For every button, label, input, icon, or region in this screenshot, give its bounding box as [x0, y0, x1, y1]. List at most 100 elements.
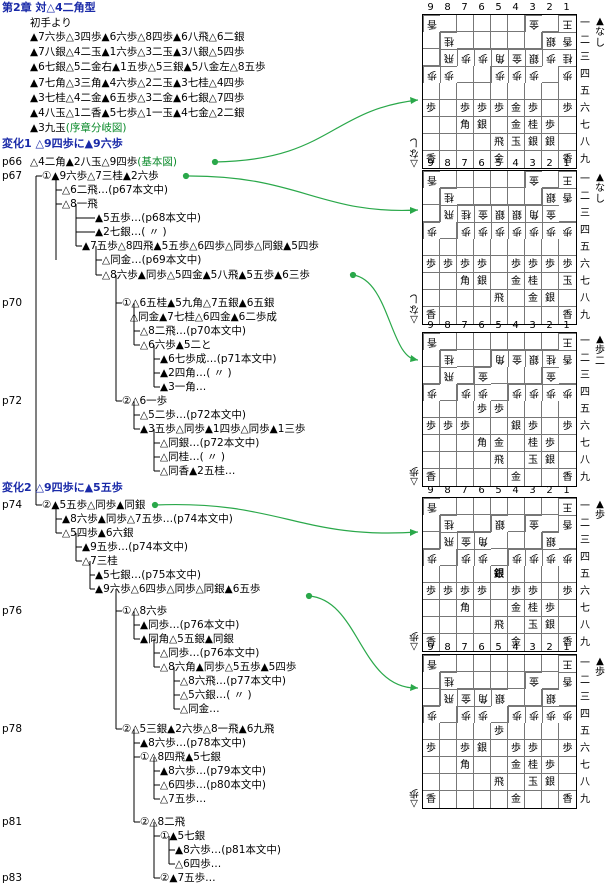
board-square: [559, 435, 576, 452]
board-square: [542, 723, 559, 740]
board-square: [508, 532, 525, 549]
shogi-piece: 歩: [423, 222, 440, 239]
rank-label: 二: [580, 35, 590, 46]
board-square: [423, 205, 440, 222]
board-square: [440, 134, 457, 151]
board-square: [457, 134, 474, 151]
variation-line: △同銀…(p72本文中): [160, 437, 260, 449]
shogi-piece: 金: [525, 290, 542, 307]
shogi-piece: 角: [457, 757, 474, 774]
file-label: 6: [478, 2, 485, 13]
variation-line: △同金…(p69本文中): [102, 254, 202, 266]
page-label: p66: [2, 156, 23, 168]
shogi-piece: 歩: [423, 418, 440, 435]
opening-move-line: ▲4八玉△1二香▲5七歩△1一玉▲4七金△2二銀: [30, 107, 245, 119]
shogi-piece: 銀: [508, 418, 525, 435]
shogi-piece: 銀: [525, 49, 542, 66]
shogi-piece: 香: [559, 350, 576, 367]
rank-label: 七: [580, 120, 590, 131]
board-square: [457, 791, 474, 808]
shogi-piece: 歩: [423, 740, 440, 757]
shogi-piece: 香: [423, 171, 440, 188]
shogi-piece: 歩: [559, 100, 576, 117]
shogi-piece: 角: [474, 435, 491, 452]
board-square: [457, 367, 474, 384]
board-square: [423, 350, 440, 367]
file-label: 8: [444, 320, 451, 331]
board-square: [440, 222, 457, 239]
board-square: [440, 469, 457, 486]
shogi-piece: 金: [491, 435, 508, 452]
board-square: [457, 634, 474, 651]
rank-label: 三: [580, 692, 590, 703]
variation-line: △5六銀…( 〃 ): [180, 689, 252, 701]
shogi-piece: 歩: [508, 549, 525, 566]
shogi-piece: 歩: [457, 706, 474, 723]
file-label: 9: [427, 158, 434, 169]
shogi-piece: 王: [559, 171, 576, 188]
variation-line: △6四歩…(p80本文中): [160, 779, 266, 791]
shogi-piece: 桂: [559, 49, 576, 66]
board-square: [508, 290, 525, 307]
rank-label: 二: [580, 191, 590, 202]
rank-label: 九: [580, 472, 590, 483]
shogi-piece: 玉: [508, 134, 525, 151]
board-square: [559, 452, 576, 469]
rank-label: 一: [580, 658, 590, 669]
board-square: [525, 83, 542, 100]
board-square: [491, 384, 508, 401]
shogi-piece: 桂: [525, 600, 542, 617]
board-square: [508, 171, 525, 188]
variation-line: ②▲7五歩…: [160, 872, 216, 884]
shogi-piece: 香: [423, 498, 440, 515]
board-square: [457, 435, 474, 452]
shogi-piece: 玉: [525, 617, 542, 634]
board-square: [525, 151, 542, 168]
file-label: 3: [529, 642, 536, 653]
variation-line: △7三桂: [82, 555, 118, 567]
board-square: [457, 723, 474, 740]
shogi-piece: 香: [562, 472, 573, 483]
board-square: [423, 515, 440, 532]
shogi-piece: 歩: [525, 740, 542, 757]
shogi-piece: 歩: [423, 706, 440, 723]
rank-label: 九: [580, 637, 590, 648]
rank-label: 六: [580, 259, 590, 270]
shogi-piece: 桂: [525, 117, 542, 134]
board-grid: 香金王桂銀香飛桂金銀銀角金歩歩歩歩歩歩歩歩歩歩歩歩歩歩歩歩角銀金桂玉飛金銀香香: [422, 170, 577, 325]
board-square: [423, 32, 440, 49]
shogi-piece: 銀: [491, 205, 508, 222]
shogi-piece: 金: [508, 117, 525, 134]
file-label: 4: [512, 485, 519, 496]
last-move-line: ▲3九玉(序章分岐図): [30, 122, 127, 134]
shogi-piece: 歩: [542, 256, 559, 273]
board-square: [423, 188, 440, 205]
board-square: [559, 367, 576, 384]
board-square: [474, 418, 491, 435]
board-square: [491, 171, 508, 188]
board-square: [474, 188, 491, 205]
variation-line: ▲9六歩△6四歩△同歩△同銀▲6五歩: [95, 583, 261, 595]
shogi-piece: 歩: [474, 49, 491, 66]
shogi-piece: 歩: [491, 723, 508, 740]
shogi-piece: 銀: [542, 452, 559, 469]
variation-line: ▲3一角…: [160, 381, 207, 393]
shogi-piece: 香: [423, 333, 440, 350]
rank-label: 五: [580, 569, 590, 580]
board-square: [525, 307, 542, 324]
shogi-piece: 金: [542, 367, 559, 384]
shogi-piece: 歩: [508, 256, 525, 273]
shogi-piece: 歩: [508, 384, 525, 401]
board-square: [491, 188, 508, 205]
board-square: [491, 740, 508, 757]
rank-label: 一: [580, 18, 590, 29]
variation-line: △同金…: [180, 703, 220, 715]
board-square: [491, 469, 508, 486]
page-label: p78: [2, 723, 23, 735]
shogi-piece: 金: [525, 15, 542, 32]
variation-line: ①△8六歩: [122, 605, 168, 617]
shogi-piece: 金: [474, 367, 491, 384]
board-square: [559, 239, 576, 256]
variation-line: ①▲9六歩△7三桂▲2六歩: [42, 170, 159, 182]
